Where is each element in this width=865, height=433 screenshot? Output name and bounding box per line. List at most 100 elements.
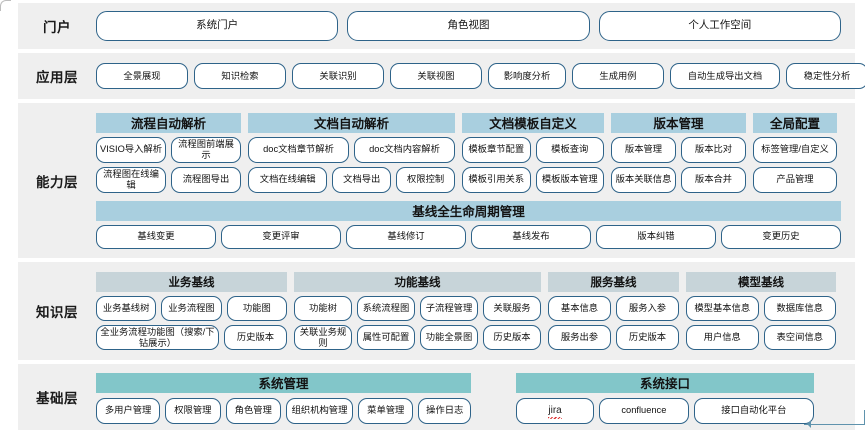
base-item-interface-automation-platform[interactable]: 接口自动化平台 <box>693 397 814 424</box>
group-header-function-baseline: 功能基线 <box>294 272 541 292</box>
layer-row-application: 应用层 全景展现 知识检索 关联识别 关联视图 影响度分析 生成用例 自动生成导… <box>18 53 865 99</box>
capability-group-document-parse: 文档自动解析 doc文档章节解析 doc文档内容解析 文档在线编辑 文档导出 权… <box>248 112 455 193</box>
base-item-menu-management[interactable]: 菜单管理 <box>358 397 414 424</box>
portal-item-role-view[interactable]: 角色视图 <box>347 11 590 41</box>
base-item-operation-log[interactable]: 操作日志 <box>418 397 471 424</box>
app-item-relation-view[interactable]: 关联视图 <box>390 63 482 89</box>
know-item-tablespace-info[interactable]: 表空间信息 <box>763 325 836 350</box>
cap-item-visio-import-parse[interactable]: VISIO导入解析 <box>96 136 166 163</box>
group-header-service-baseline: 服务基线 <box>548 272 679 292</box>
group-row: 基线变更 变更评审 基线修订 基线发布 版本纠错 变更历史 <box>96 224 841 249</box>
group-row: 标签管理/自定义 <box>753 136 837 163</box>
cap-item-version-relation-info[interactable]: 版本关联信息 <box>611 166 676 193</box>
layer-label-knowledge: 知识层 <box>36 305 78 320</box>
cap-item-permission-control[interactable]: 权限控制 <box>396 166 455 193</box>
life-item-baseline-change[interactable]: 基线变更 <box>96 224 216 249</box>
cap-item-template-reference-relation[interactable]: 模板引用关系 <box>462 166 531 193</box>
group-row: 关联业务规则 属性可配置 功能全景图 历史版本 <box>294 325 541 350</box>
group-row: 文档在线编辑 文档导出 权限控制 <box>248 166 455 193</box>
layer-label-capability: 能力层 <box>36 174 78 190</box>
layer-label-portal: 门户 <box>43 20 71 35</box>
life-item-baseline-release[interactable]: 基线发布 <box>471 224 591 249</box>
group-row: jira confluence 接口自动化平台 <box>516 397 814 424</box>
cap-item-template-query[interactable]: 模板查询 <box>535 136 604 163</box>
app-item-impact-analysis[interactable]: 影响度分析 <box>488 63 566 89</box>
know-item-attribute-configurable[interactable]: 属性可配置 <box>357 325 415 350</box>
cap-item-version-compare[interactable]: 版本比对 <box>681 136 746 163</box>
know-item-service-basic-info[interactable]: 基本信息 <box>548 296 611 321</box>
group-header-doc-template: 文档模板自定义 <box>462 112 604 133</box>
know-item-history-version-function[interactable]: 历史版本 <box>483 325 541 350</box>
know-item-function-panorama[interactable]: 功能全景图 <box>420 325 478 350</box>
cap-item-doc-online-edit[interactable]: 文档在线编辑 <box>248 166 328 193</box>
capability-group-columns: 流程自动解析 VISIO导入解析 流程图前端展示 流程图在线编辑 流程图导出 文… <box>96 112 841 193</box>
cap-item-version-management[interactable]: 版本管理 <box>611 136 676 163</box>
cap-item-template-version-management[interactable]: 模板版本管理 <box>535 166 604 193</box>
know-item-service-input-param[interactable]: 服务入参 <box>616 296 679 321</box>
know-item-service-output-param[interactable]: 服务出参 <box>548 325 611 350</box>
group-row: doc文档章节解析 doc文档内容解析 <box>248 136 455 163</box>
know-item-business-baseline-tree[interactable]: 业务基线树 <box>96 296 157 321</box>
app-item-panorama[interactable]: 全景展现 <box>96 63 188 89</box>
base-item-role-management[interactable]: 角色管理 <box>225 397 281 424</box>
capability-group-process-parse: 流程自动解析 VISIO导入解析 流程图前端展示 流程图在线编辑 流程图导出 <box>96 112 241 193</box>
app-item-relation-recognition[interactable]: 关联识别 <box>292 63 384 89</box>
know-item-full-business-process-function-chart[interactable]: 全业务流程功能图（搜索/下钻展示） <box>96 325 219 350</box>
group-row: 产品管理 <box>753 166 837 193</box>
know-item-related-service[interactable]: 关联服务 <box>483 296 541 321</box>
cap-item-flowchart-online-edit[interactable]: 流程图在线编辑 <box>96 166 166 193</box>
app-item-knowledge-search[interactable]: 知识检索 <box>194 63 286 89</box>
life-item-baseline-revise[interactable]: 基线修订 <box>346 224 466 249</box>
life-item-change-history[interactable]: 变更历史 <box>721 224 841 249</box>
cap-item-version-merge[interactable]: 版本合并 <box>681 166 746 193</box>
group-row: 模板引用关系 模板版本管理 <box>462 166 604 193</box>
know-item-history-version[interactable]: 历史版本 <box>223 325 287 350</box>
base-item-jira[interactable]: jira <box>516 397 595 424</box>
base-item-confluence[interactable]: confluence <box>599 397 689 424</box>
cap-item-doc-chapter-parse[interactable]: doc文档章节解析 <box>248 136 349 163</box>
app-item-stability-analysis[interactable]: 稳定性分析 <box>786 63 865 89</box>
portal-item-system-portal[interactable]: 系统门户 <box>96 11 339 41</box>
base-item-permission-management[interactable]: 权限管理 <box>165 397 221 424</box>
app-item-auto-export-doc[interactable]: 自动生成导出文档 <box>670 63 780 89</box>
base-group-columns: 系统管理 多用户管理 权限管理 角色管理 组织机构管理 菜单管理 操作日志 系统… <box>96 372 841 424</box>
cap-item-tag-management-custom[interactable]: 标签管理/自定义 <box>753 136 837 163</box>
group-row: 多用户管理 权限管理 角色管理 组织机构管理 菜单管理 操作日志 <box>96 397 471 424</box>
app-item-generate-case[interactable]: 生成用例 <box>572 63 664 89</box>
portal-item-personal-workspace[interactable]: 个人工作空间 <box>598 11 841 41</box>
cap-item-flowchart-export[interactable]: 流程图导出 <box>171 166 241 193</box>
layer-row-base: 基础层 系统管理 多用户管理 权限管理 角色管理 组织机构管理 菜单管理 操作日… <box>18 364 855 430</box>
group-header-document-parse: 文档自动解析 <box>248 112 455 133</box>
base-item-multi-user-management[interactable]: 多用户管理 <box>96 397 161 424</box>
cap-item-doc-export[interactable]: 文档导出 <box>332 166 392 193</box>
know-item-database-info[interactable]: 数据库信息 <box>763 296 836 321</box>
group-header-business-baseline: 业务基线 <box>96 272 287 292</box>
know-item-sub-process-management[interactable]: 子流程管理 <box>420 296 478 321</box>
layer-body-portal: 系统门户 角色视图 个人工作空间 <box>96 11 855 41</box>
group-row: 服务出参 历史版本 <box>548 325 679 350</box>
know-item-user-info[interactable]: 用户信息 <box>686 325 759 350</box>
cap-item-template-chapter-config[interactable]: 模板章节配置 <box>462 136 531 163</box>
life-item-version-correction[interactable]: 版本纠错 <box>596 224 716 249</box>
group-header-global-config: 全局配置 <box>753 112 837 133</box>
jira-label: jira <box>548 404 563 420</box>
know-item-history-version-service[interactable]: 历史版本 <box>616 325 679 350</box>
know-item-system-flowchart[interactable]: 系统流程图 <box>357 296 415 321</box>
know-item-related-business-rule[interactable]: 关联业务规则 <box>294 325 352 350</box>
cap-item-doc-content-parse[interactable]: doc文档内容解析 <box>354 136 455 163</box>
know-item-function-tree[interactable]: 功能树 <box>294 296 352 321</box>
layer-label-application: 应用层 <box>36 70 78 85</box>
know-item-model-basic-info[interactable]: 模型基本信息 <box>686 296 759 321</box>
cap-item-product-management[interactable]: 产品管理 <box>753 166 837 193</box>
know-item-business-flowchart[interactable]: 业务流程图 <box>161 296 222 321</box>
layer-row-capability: 能力层 流程自动解析 VISIO导入解析 流程图前端展示 流程图在线编辑 流程图… <box>18 103 855 258</box>
group-row: VISIO导入解析 流程图前端展示 <box>96 136 241 163</box>
group-header-baseline-lifecycle: 基线全生命周期管理 <box>96 200 841 221</box>
group-header-version-management: 版本管理 <box>611 112 746 133</box>
base-group-system-interface: 系统接口 jira confluence 接口自动化平台 <box>516 372 814 424</box>
know-item-function-chart[interactable]: 功能图 <box>226 296 287 321</box>
life-item-change-review[interactable]: 变更评审 <box>221 224 341 249</box>
base-item-org-structure-management[interactable]: 组织机构管理 <box>285 397 354 424</box>
cap-item-flowchart-frontend-display[interactable]: 流程图前端展示 <box>171 136 241 163</box>
group-row: 模型基本信息 数据库信息 <box>686 296 836 321</box>
